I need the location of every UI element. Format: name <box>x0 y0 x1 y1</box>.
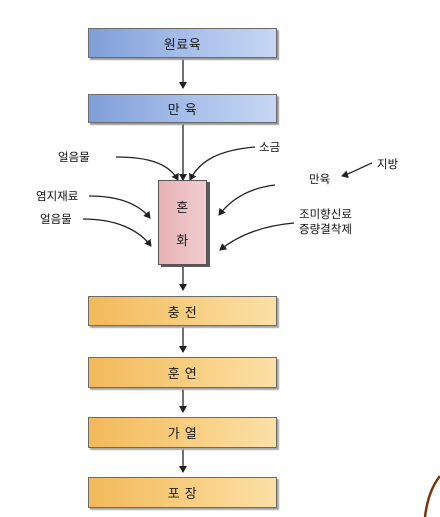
step-heating: 가 열 <box>88 417 277 448</box>
step-mincing: 만 육 <box>88 94 277 123</box>
step-stuffing: 충 전 <box>88 296 277 326</box>
step-raw-meat: 원료육 <box>88 28 277 58</box>
input-fat: 지방 <box>377 157 399 171</box>
arrow-fat <box>341 162 373 179</box>
input-salt: 소금 <box>259 140 281 154</box>
arrow-ice-water-top <box>115 156 179 181</box>
arrow-ice-water-bottom <box>82 218 152 247</box>
input-ice-water-top: 얼음물 <box>58 150 90 164</box>
arrow-ground-meat <box>218 184 276 216</box>
step-smoking: 훈 연 <box>88 357 277 388</box>
arrow-salt <box>189 146 256 181</box>
mixing-char-bottom: 화 <box>176 233 189 249</box>
arrow-curing-agent <box>88 195 151 219</box>
step-mixing: 혼 화 <box>158 180 207 265</box>
arrow-seasoning <box>219 222 295 251</box>
step-packaging: 포 장 <box>88 477 277 508</box>
decorative-corner-curve <box>423 475 440 517</box>
input-seasoning-line1: 조미향신료 <box>299 207 352 221</box>
input-seasoning-line2: 증량결착제 <box>299 222 352 236</box>
input-curing-agent: 염지재료 <box>36 189 79 203</box>
input-ice-water-bottom: 얼음물 <box>40 212 72 226</box>
mixing-char-top: 혼 <box>176 200 189 216</box>
input-ground-meat: 만육 <box>309 172 331 186</box>
